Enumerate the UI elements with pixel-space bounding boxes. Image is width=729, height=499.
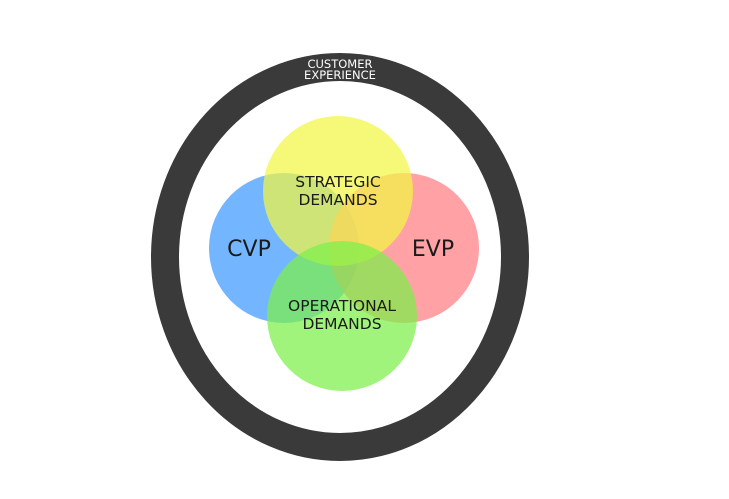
- evp-label: EVP: [412, 237, 454, 262]
- operational-demands-circle: [267, 241, 417, 391]
- strategic-demands-circle: [263, 116, 413, 266]
- strategic-label-line1: STRATEGIC: [295, 173, 381, 191]
- ring-label-line1: CUSTOMER: [307, 57, 372, 71]
- ring-label-line2: EXPERIENCE: [304, 68, 376, 82]
- customer-experience-ring: [151, 53, 529, 461]
- cvp-label: CVP: [227, 237, 271, 262]
- operational-label-line2: DEMANDS: [302, 315, 381, 333]
- strategic-label-line2: DEMANDS: [298, 191, 377, 209]
- operational-label-line1: OPERATIONAL: [288, 297, 396, 315]
